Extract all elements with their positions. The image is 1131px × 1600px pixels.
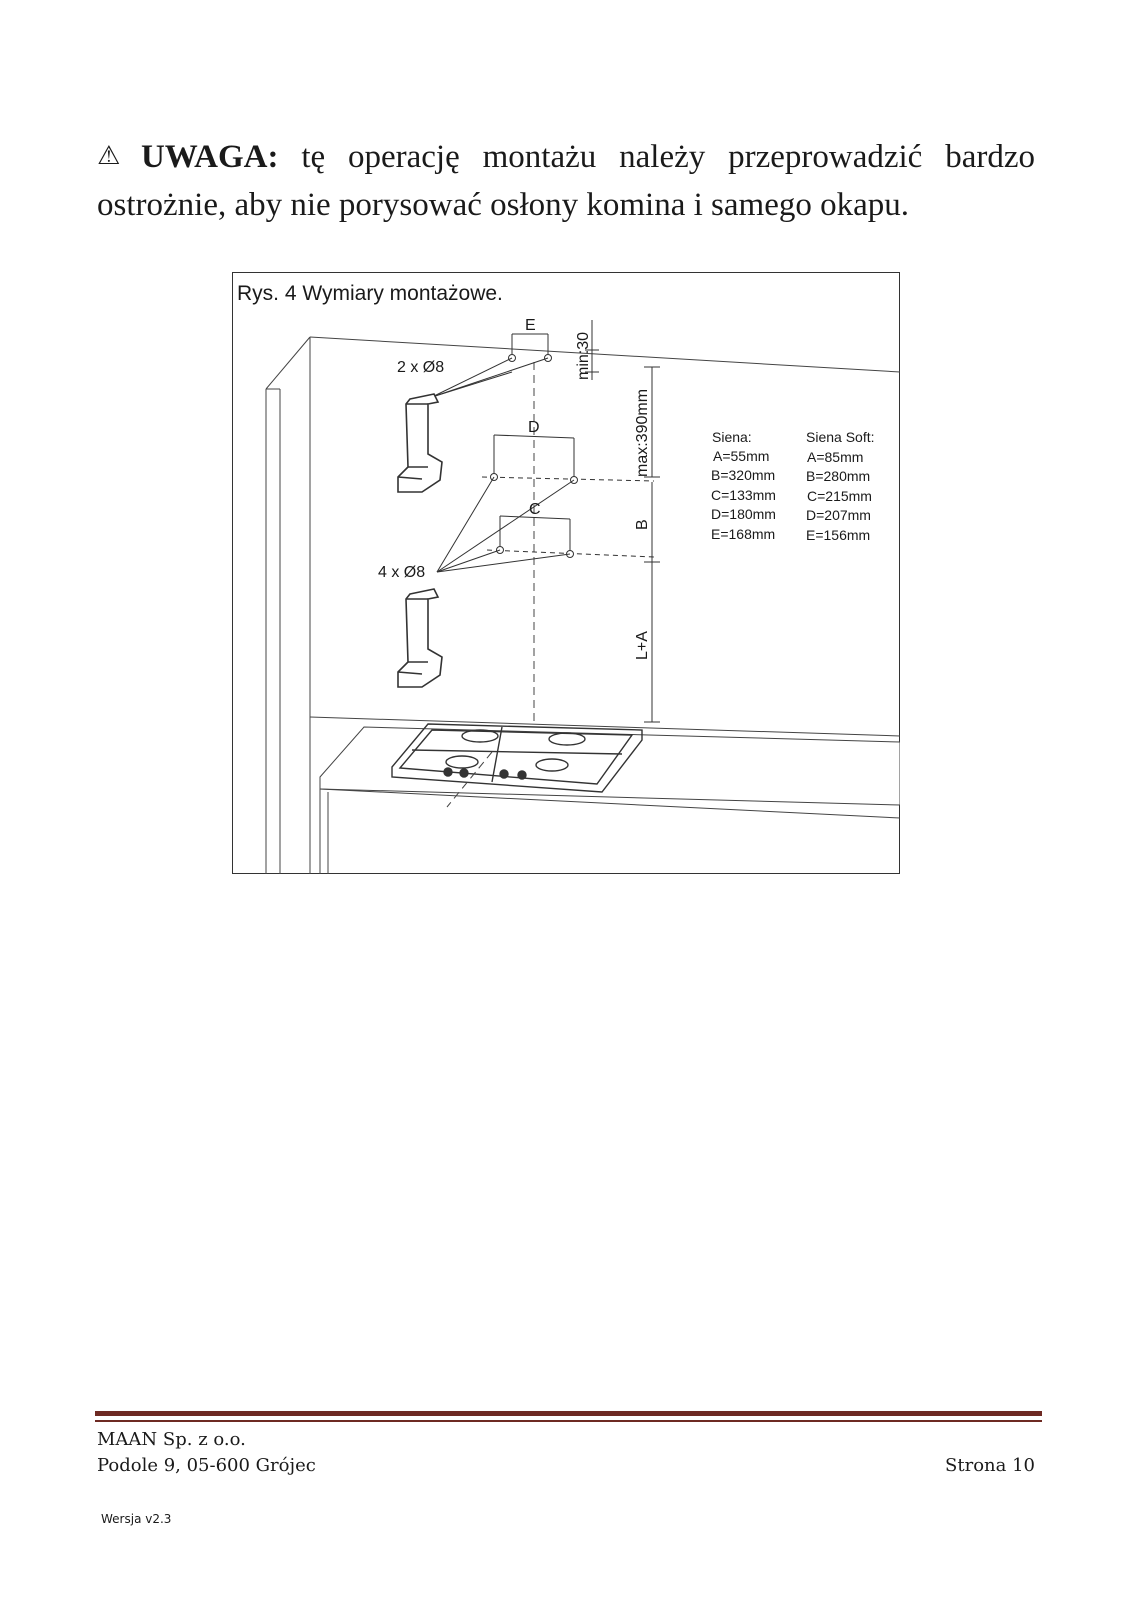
label-min30: min:30 (575, 332, 592, 380)
mounting-figure: Rys. 4 Wymiary montażowe. (232, 272, 900, 874)
footer-company: MAAN Sp. z o.o. (97, 1429, 246, 1450)
mounting-diagram: Rys. 4 Wymiary montażowe. (232, 272, 900, 874)
footer-rule-thin (95, 1420, 1042, 1422)
figure-caption: Rys. 4 Wymiary montażowe. (237, 282, 503, 305)
label-holes-bottom: 4 x Ø8 (378, 564, 425, 581)
lower-bracket (397, 588, 443, 688)
label-d: D (528, 419, 540, 436)
model-name: Siena Soft: (806, 429, 875, 445)
footer-rule-thick (95, 1411, 1042, 1416)
dimension-e (431, 333, 552, 398)
page-number: Strona 10 (945, 1455, 1035, 1476)
label-b: B (634, 519, 651, 530)
model-value: E=168mm (711, 526, 775, 542)
model-name: Siena: (712, 429, 752, 445)
footer-address: Podole 9, 05-600 Grójec (97, 1455, 316, 1476)
model-value: D=180mm (711, 506, 776, 522)
warning-label: UWAGA: (140, 139, 279, 175)
dimension-d (436, 434, 655, 573)
warning-text: tę operację montażu należy przeprowadzić… (97, 139, 1035, 223)
label-la: L+A (634, 631, 651, 660)
model-value: B=280mm (806, 468, 870, 484)
dimension-la (644, 562, 660, 723)
warning-paragraph: ⚠UWAGA: tę operację montażu należy przep… (97, 132, 1035, 229)
dimension-min30 (585, 320, 599, 380)
model-table-siena-soft: Siena Soft: A=85mm B=280mm C=215mm D=207… (806, 429, 875, 543)
model-value: A=85mm (807, 449, 863, 465)
dimension-c (436, 515, 655, 573)
dimension-max390 (644, 366, 660, 478)
model-value: D=207mm (806, 507, 871, 523)
upper-bracket (397, 393, 443, 493)
gas-hob (391, 723, 643, 793)
model-value: A=55mm (713, 448, 769, 464)
label-max390: max:390mm (634, 389, 651, 477)
model-table-siena: Siena: A=55mm B=320mm C=133mm D=180mm E=… (711, 429, 776, 542)
model-value: C=215mm (807, 488, 872, 504)
warning-triangle-icon: ⚠ (97, 141, 135, 171)
label-holes-top: 2 x Ø8 (397, 359, 444, 376)
model-value: E=156mm (806, 527, 870, 543)
label-c: C (529, 501, 541, 518)
model-value: C=133mm (711, 487, 776, 503)
label-e: E (525, 317, 536, 334)
model-value: B=320mm (711, 467, 775, 483)
document-version: Wersja v2.3 (101, 1512, 172, 1526)
